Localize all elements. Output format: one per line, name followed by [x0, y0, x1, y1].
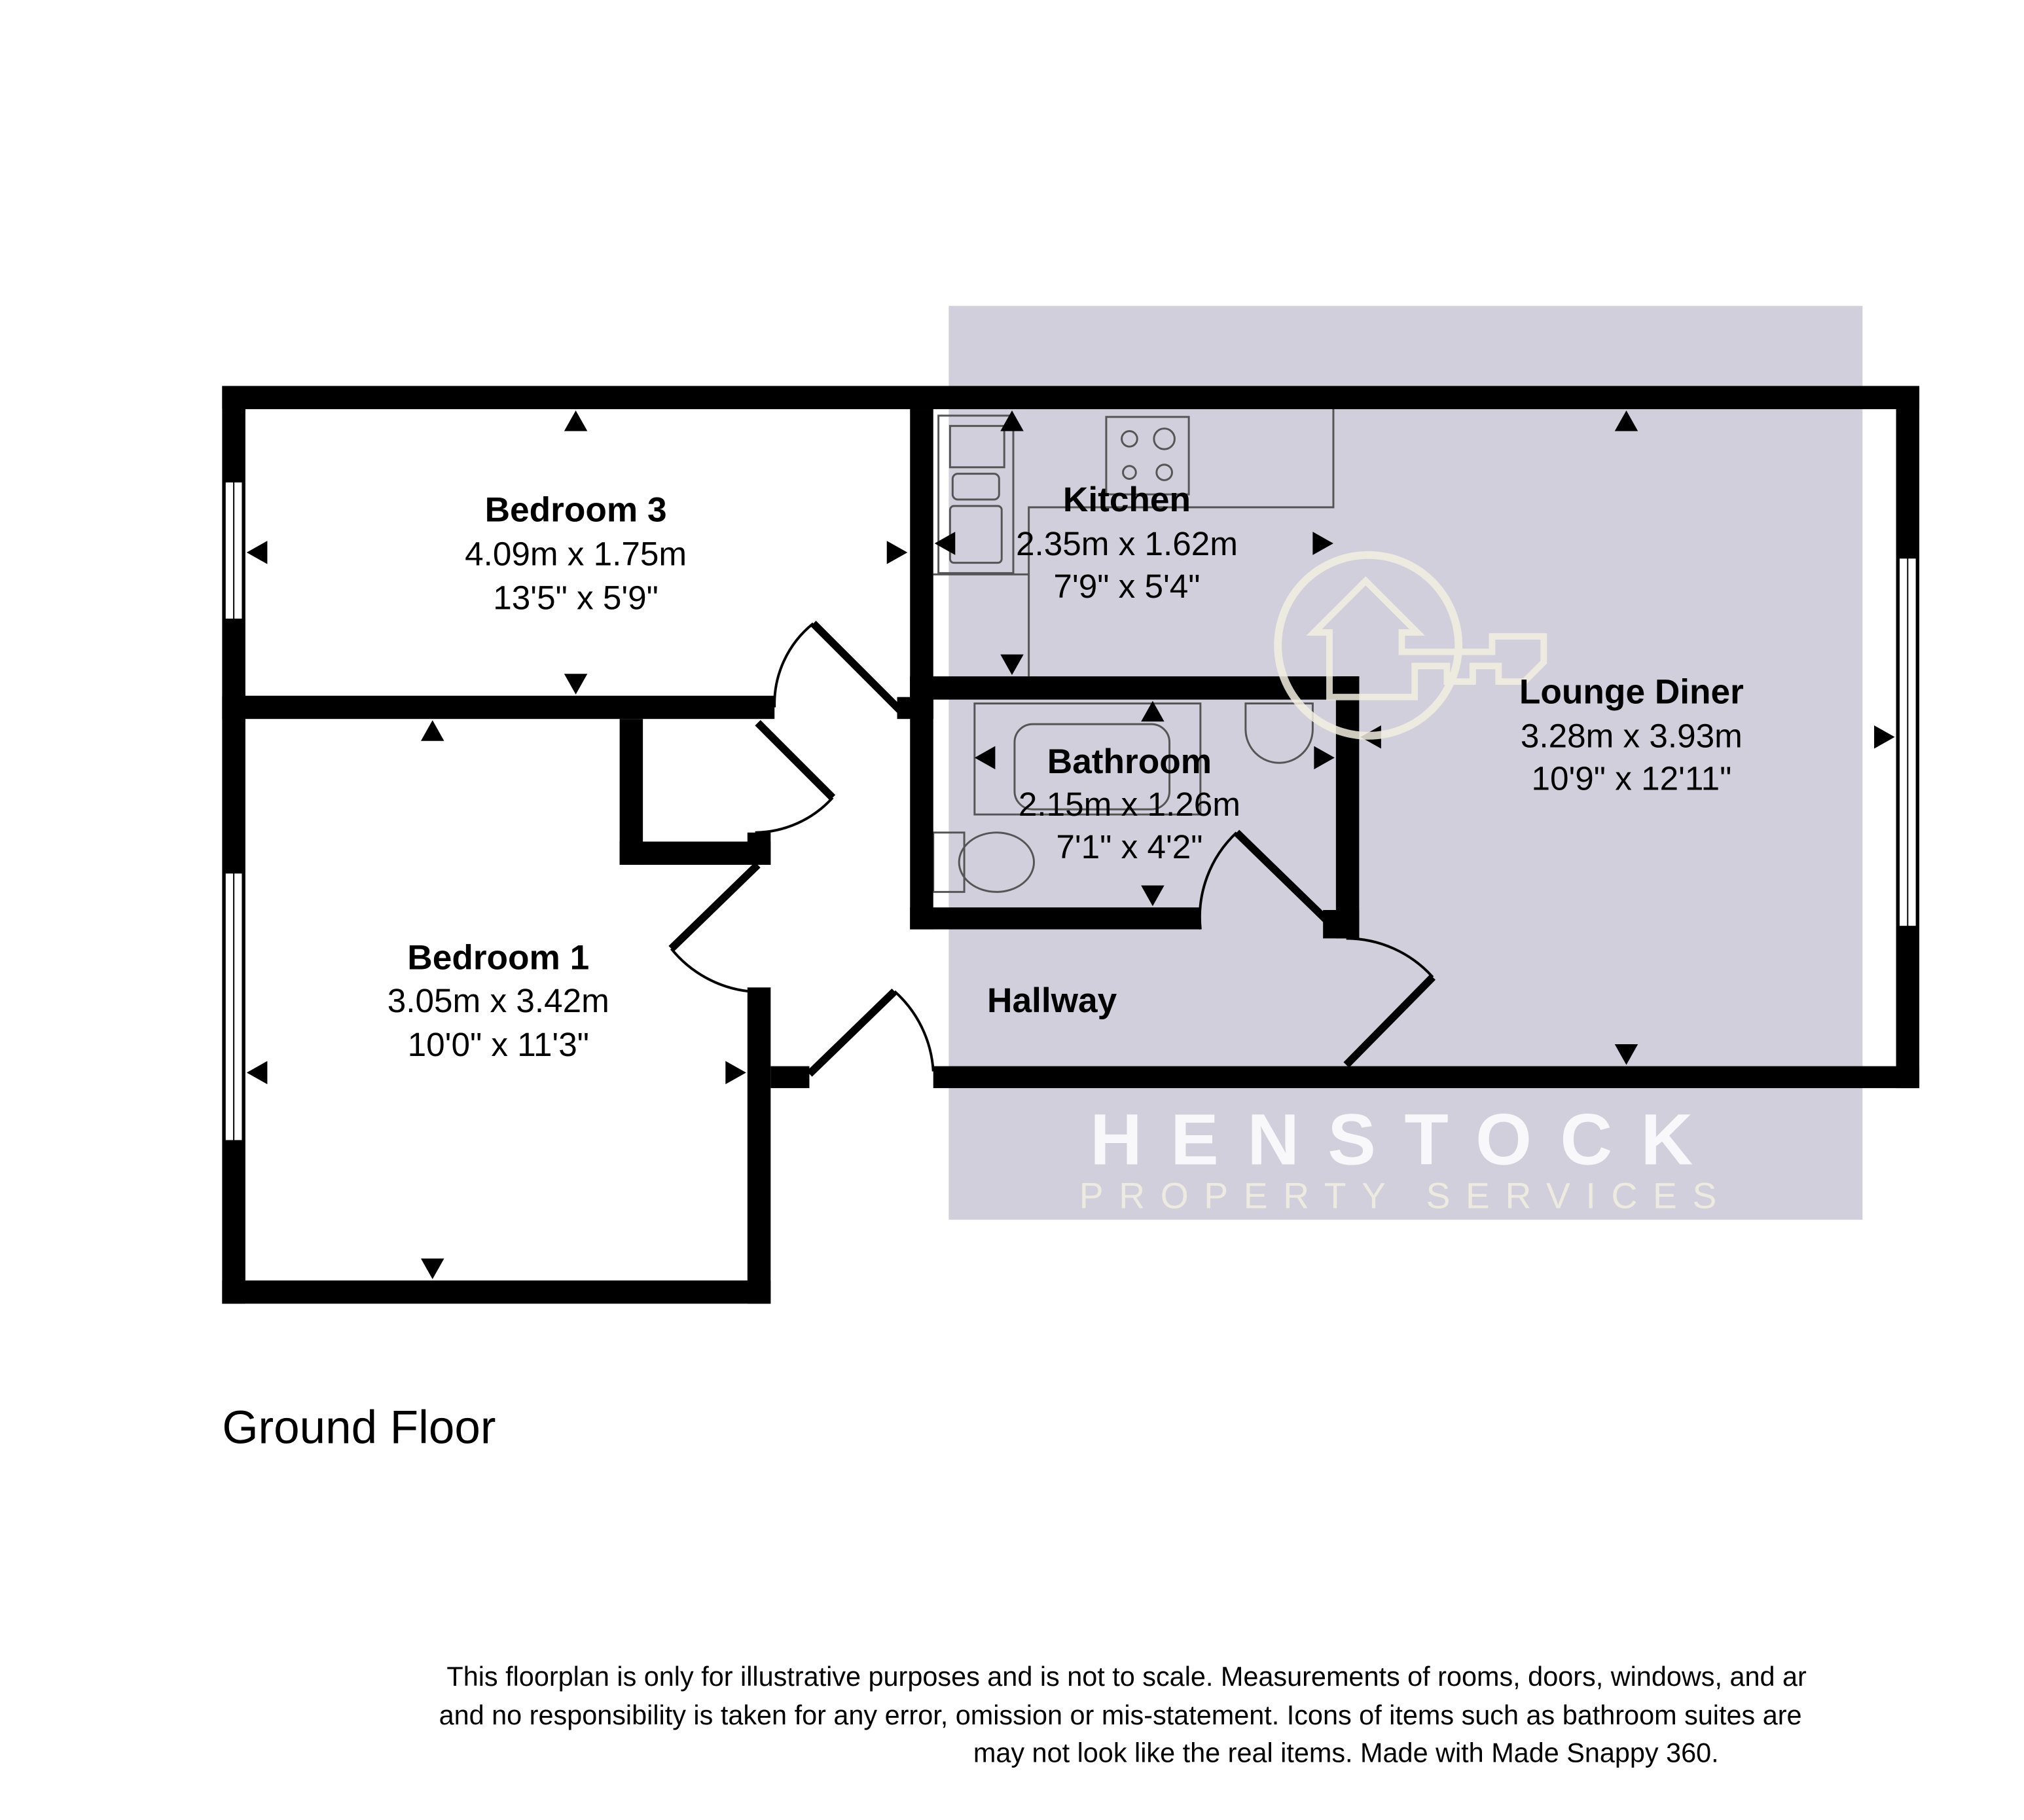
henstock-logo-watermark: HENSTOCK PROPERTY SERVICES	[1079, 551, 1732, 1216]
room-name: Bedroom 3	[485, 491, 667, 530]
room-lounge-diner: Lounge Diner 3.28m x 3.93m 10'9" x 12'11…	[1519, 673, 1744, 797]
room-bedroom-3: Bedroom 3 4.09m x 1.75m 13'5" x 5'9"	[465, 491, 687, 617]
room-name: Bedroom 1	[407, 939, 589, 977]
bathroom-fixtures	[932, 702, 1314, 893]
room-metric: 4.09m x 1.75m	[465, 536, 687, 573]
room-metric: 3.05m x 3.42m	[388, 982, 609, 1019]
room-imperial: 10'0" x 11'3"	[408, 1026, 589, 1063]
room-hallway: Hallway	[987, 981, 1117, 1020]
room-imperial: 10'9" x 12'11"	[1531, 760, 1731, 797]
room-name: Bathroom	[1047, 742, 1212, 781]
room-name: Lounge Diner	[1519, 673, 1744, 712]
disclaimer-line: and no responsibility is taken for any e…	[439, 1700, 1802, 1730]
watermark-name: HENSTOCK	[1090, 1099, 1722, 1180]
disclaimer: This floorplan is only for illustrative …	[439, 1662, 1807, 1768]
room-bathroom: Bathroom 2.15m x 1.26m 7'1" x 4'2"	[1019, 742, 1240, 865]
room-imperial: 7'9" x 5'4"	[1053, 568, 1200, 605]
watermark-tagline: PROPERTY SERVICES	[1079, 1175, 1732, 1216]
room-name: Kitchen	[1063, 481, 1191, 519]
room-metric: 2.15m x 1.26m	[1019, 786, 1240, 823]
windows	[223, 480, 1918, 1142]
room-metric: 3.28m x 3.93m	[1521, 718, 1743, 755]
walls	[222, 386, 1920, 1304]
room-imperial: 7'1" x 4'2"	[1056, 828, 1202, 865]
room-bedroom-1: Bedroom 1 3.05m x 3.42m 10'0" x 11'3"	[388, 939, 609, 1063]
floor-label: Ground Floor	[222, 1402, 496, 1453]
disclaimer-line: This floorplan is only for illustrative …	[446, 1662, 1807, 1692]
disclaimer-line: may not look like the real items. Made w…	[973, 1738, 1719, 1768]
doors	[668, 621, 1436, 1077]
room-imperial: 13'5" x 5'9"	[493, 579, 659, 617]
room-kitchen: Kitchen 2.35m x 1.62m 7'9" x 5'4"	[1016, 481, 1238, 605]
room-metric: 2.35m x 1.62m	[1016, 525, 1238, 562]
kitchen-fixtures	[933, 409, 1335, 677]
